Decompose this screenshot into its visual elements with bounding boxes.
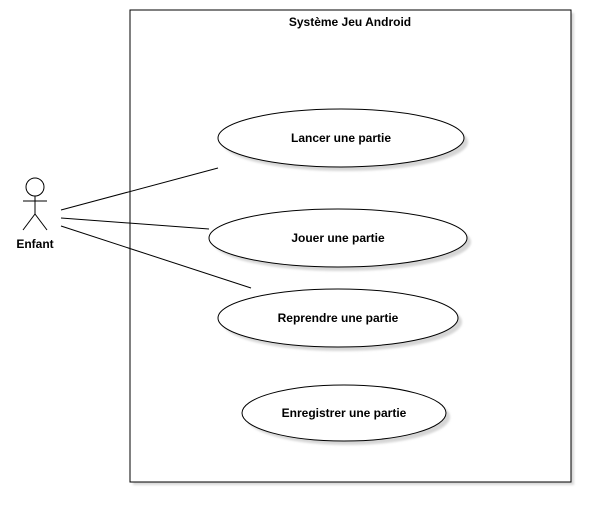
- actor-figure-icon: [22, 177, 48, 231]
- association-lancer: [60, 167, 219, 211]
- association-reprendre: [60, 225, 252, 289]
- association-jouer: [60, 217, 210, 230]
- use-case-label: Lancer une partie: [291, 131, 391, 145]
- use-case-jouer[interactable]: Jouer une partie: [208, 208, 471, 271]
- use-case-enregistrer[interactable]: Enregistrer une partie: [241, 384, 450, 445]
- use-case-label: Reprendre une partie: [278, 311, 399, 325]
- use-case-reprendre[interactable]: Reprendre une partie: [217, 288, 462, 351]
- actor-name: Enfant: [16, 237, 53, 251]
- actor-enfant[interactable]: Enfant: [16, 177, 54, 251]
- use-case-label: Jouer une partie: [291, 231, 385, 245]
- use-case-label: Enregistrer une partie: [282, 406, 407, 420]
- system-title: Système Jeu Android: [289, 15, 411, 29]
- associations: [60, 167, 252, 289]
- use-case-lancer[interactable]: Lancer une partie: [217, 108, 468, 171]
